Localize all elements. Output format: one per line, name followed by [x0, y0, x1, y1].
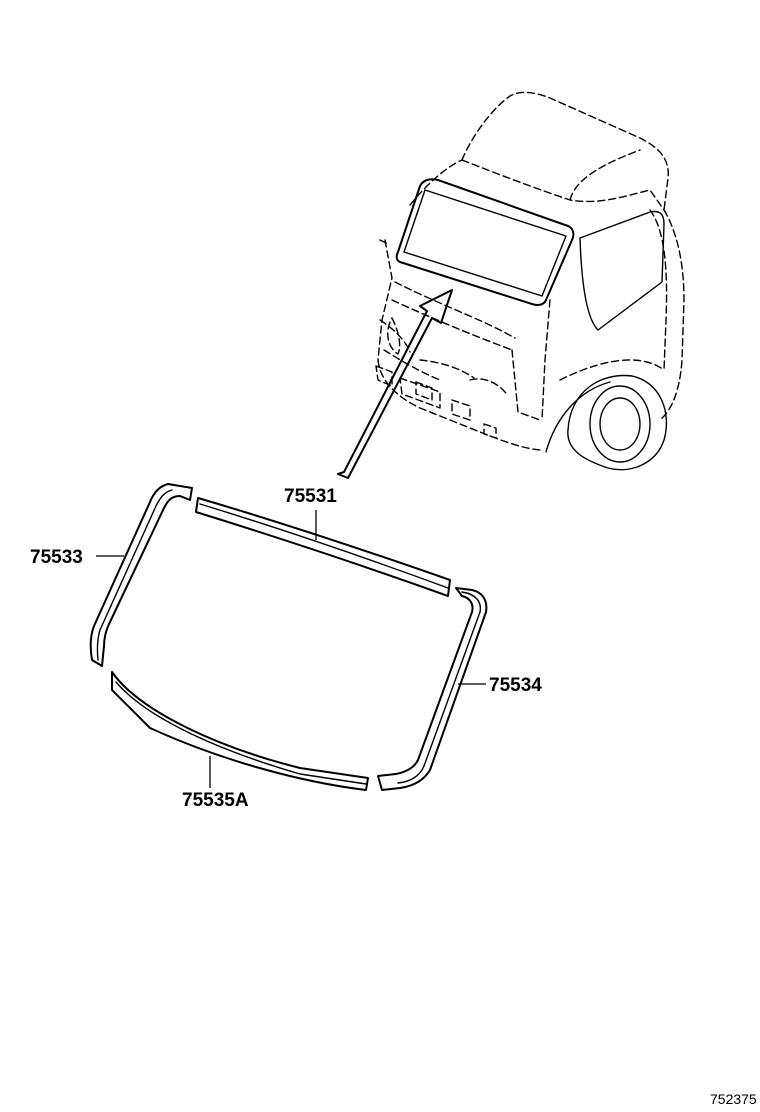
truck-cab-illustration	[375, 91, 685, 471]
upper-molding-part	[195, 497, 451, 597]
right-molding-part	[377, 587, 488, 791]
part-label-75531: 75531	[284, 486, 337, 507]
diagram-id: 752375	[710, 1091, 757, 1107]
location-arrow	[337, 289, 453, 479]
part-label-75535A: 75535A	[182, 790, 249, 811]
part-label-75534: 75534	[489, 675, 542, 696]
left-molding-part	[89, 483, 193, 667]
part-label-75533: 75533	[30, 547, 83, 568]
lower-molding-part	[111, 671, 369, 791]
